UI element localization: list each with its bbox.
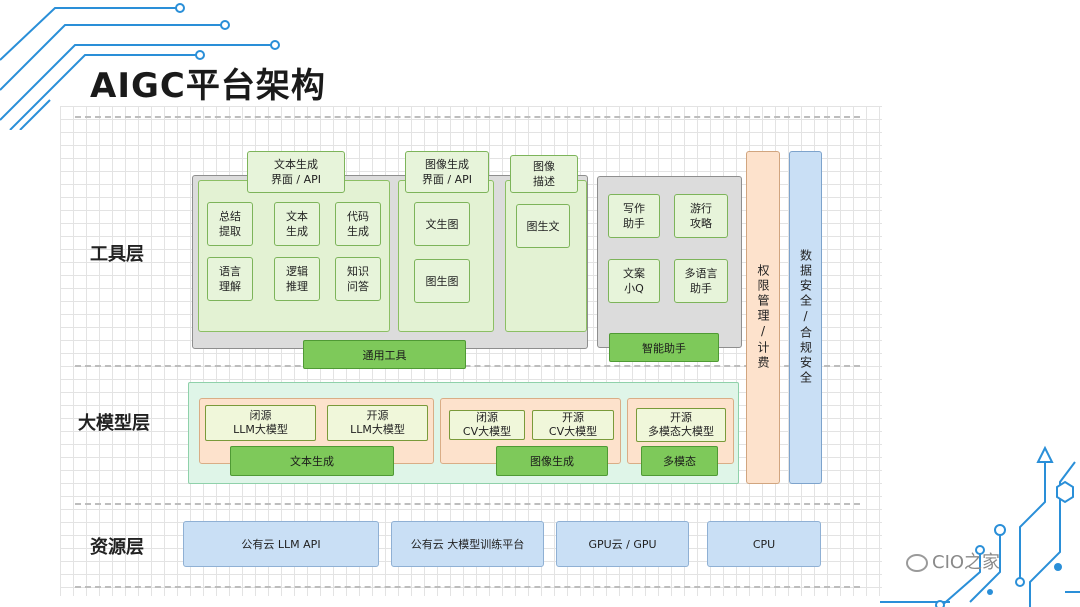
multimodal-label[interactable]: 多模态 bbox=[641, 446, 718, 476]
tool-item[interactable]: 知识 问答 bbox=[335, 257, 381, 301]
tool-item[interactable]: 图生文 bbox=[516, 204, 570, 248]
resource-item[interactable]: 公有云 大模型训练平台 bbox=[391, 521, 544, 567]
watermark: CIO之家 bbox=[906, 548, 1000, 574]
model-item[interactable]: 开源 LLM大模型 bbox=[327, 405, 428, 441]
image-generation-label[interactable]: 图像生成 bbox=[496, 446, 608, 476]
assistant-item[interactable]: 文案 小Q bbox=[608, 259, 660, 303]
smart-assistant-label[interactable]: 智能助手 bbox=[609, 333, 719, 362]
tool-item[interactable]: 逻辑 推理 bbox=[274, 257, 320, 301]
model-item[interactable]: 闭源 CV大模型 bbox=[449, 410, 525, 440]
text-generation-label[interactable]: 文本生成 bbox=[230, 446, 394, 476]
tool-item[interactable]: 图生图 bbox=[414, 259, 470, 303]
tool-item[interactable]: 总结 提取 bbox=[207, 202, 253, 246]
assistant-item[interactable]: 游行 攻略 bbox=[674, 194, 728, 238]
circuit-decoration-top-left bbox=[0, 3, 280, 130]
layer-divider bbox=[75, 586, 860, 588]
layer-label-model: 大模型层 bbox=[78, 413, 150, 434]
tool-item[interactable]: 代码 生成 bbox=[335, 202, 381, 246]
model-item[interactable]: 开源 多模态大模型 bbox=[636, 408, 726, 442]
assistant-item[interactable]: 多语言 助手 bbox=[674, 259, 728, 303]
circuit-decoration-bottom-right bbox=[880, 445, 1080, 607]
text-gen-interface-box[interactable]: 文本生成 界面 / API bbox=[247, 151, 345, 193]
general-tools-label[interactable]: 通用工具 bbox=[303, 340, 466, 369]
resource-item[interactable]: CPU bbox=[707, 521, 821, 567]
layer-divider bbox=[75, 365, 860, 367]
watermark-text: CIO之家 bbox=[932, 552, 1001, 573]
resource-item[interactable]: GPU云 / GPU bbox=[556, 521, 689, 567]
wechat-icon bbox=[906, 554, 928, 572]
page-title: AIGC平台架构 bbox=[90, 66, 326, 106]
model-item[interactable]: 闭源 LLM大模型 bbox=[205, 405, 316, 441]
image-description-panel bbox=[505, 180, 587, 332]
image-gen-interface-box[interactable]: 图像生成 界面 / API bbox=[405, 151, 489, 193]
permission-billing-bar[interactable]: 权限管理/计费 bbox=[746, 151, 780, 484]
image-desc-interface-box[interactable]: 图像 描述 bbox=[510, 155, 578, 193]
layer-divider bbox=[75, 116, 860, 118]
data-security-bar[interactable]: 数据安全/合规安全 bbox=[789, 151, 822, 484]
model-item[interactable]: 开源 CV大模型 bbox=[532, 410, 614, 440]
layer-divider bbox=[75, 503, 860, 505]
layer-label-tool: 工具层 bbox=[90, 244, 144, 265]
assistant-item[interactable]: 写作 助手 bbox=[608, 194, 660, 238]
tool-item[interactable]: 文本 生成 bbox=[274, 202, 320, 246]
tool-item[interactable]: 文生图 bbox=[414, 202, 470, 246]
tool-item[interactable]: 语言 理解 bbox=[207, 257, 253, 301]
layer-label-resource: 资源层 bbox=[90, 537, 144, 558]
resource-item[interactable]: 公有云 LLM API bbox=[183, 521, 379, 567]
